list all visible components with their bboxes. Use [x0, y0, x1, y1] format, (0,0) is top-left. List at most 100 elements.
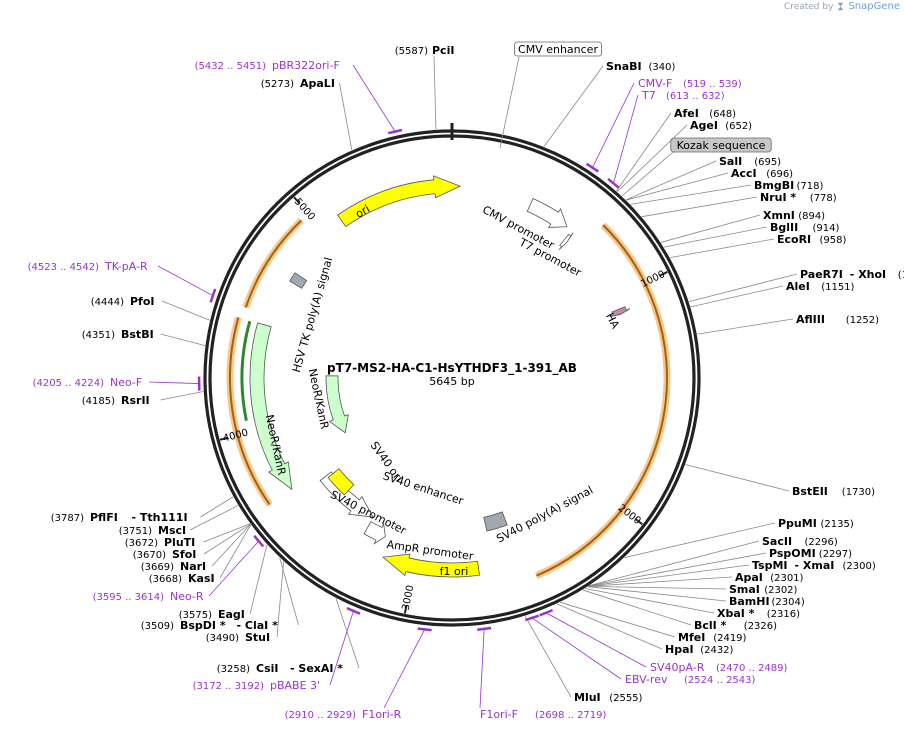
site-leader-line — [589, 565, 749, 586]
site-leader-line — [544, 66, 603, 147]
site-leader-line — [525, 616, 571, 697]
site-position: (3672) — [125, 538, 158, 549]
feature-ori — [338, 176, 460, 227]
site-name-ppumi: PpuMI — [778, 517, 817, 530]
site-name-nari: NarI — [180, 560, 206, 573]
primer-leader-line — [613, 95, 638, 183]
site-position: (2300) — [843, 561, 876, 572]
feature-cmv-promoter — [527, 198, 567, 227]
site-name-secondary: - Tth111I — [132, 511, 188, 524]
site-position: (5273) — [261, 79, 294, 90]
map-title: pT7-MS2-HA-C1-HsYTHDF3_1-391_AB — [327, 361, 577, 376]
site-name-acci: AccI — [731, 167, 757, 180]
snapgene-logo-icon — [836, 2, 845, 11]
site-position: (5587) — [395, 46, 428, 57]
site-leader-line — [697, 319, 793, 334]
tick-label: 5000 — [292, 196, 317, 222]
site-position: (4351) — [82, 330, 115, 341]
primer-name-pbabe-3: pBABE 3' — [270, 679, 320, 692]
site-name-ecori: EcoRI — [777, 233, 811, 246]
primer-position: (613 .. 632) — [666, 91, 725, 102]
site-position: (2432) — [700, 645, 733, 656]
primer-name-f1ori-f: F1ori-F — [480, 708, 518, 721]
site-position: (3575) — [179, 610, 212, 621]
site-name-csii: CsiI — [256, 662, 278, 675]
site-position: (3509) — [141, 621, 174, 632]
site-position: (718) — [797, 181, 824, 192]
site-name-bstbi: BstBI — [121, 328, 154, 341]
site-position: (4444) — [91, 297, 124, 308]
site-name-snabi: SnaBI — [606, 60, 642, 73]
site-leader-line — [670, 239, 774, 258]
site-position: (1131) — [898, 270, 904, 281]
primer-position: (2698 .. 2719) — [535, 710, 607, 721]
map-length: 5645 bp — [429, 375, 474, 388]
site-leader-line — [162, 301, 210, 320]
primer-leader-line — [384, 630, 425, 708]
site-position: (778) — [810, 193, 837, 204]
site-name-hpai: HpaI — [665, 643, 694, 656]
site-leader-line — [560, 602, 675, 637]
site-leader-line — [585, 588, 714, 613]
snapgene-credit: Created by SnapGene — [784, 1, 900, 12]
site-position: (3669) — [141, 562, 174, 573]
site-name-apali: ApaLI — [300, 77, 335, 90]
site-position: (2135) — [821, 519, 854, 530]
site-name-kasi: KasI — [188, 572, 215, 585]
site-position: (2555) — [609, 693, 642, 704]
site-position: (4185) — [82, 396, 115, 407]
site-name-alei: AleI — [786, 280, 810, 293]
site-position: (3787) — [51, 513, 84, 524]
site-name-nrui: NruI * — [760, 191, 796, 204]
primer-position: (2470 .. 2489) — [716, 663, 788, 674]
site-position: (340) — [649, 62, 676, 73]
site-name-sfoi: SfoI — [172, 548, 196, 561]
site-position: (1252) — [846, 315, 879, 326]
site-name-pluti: PluTI — [164, 536, 195, 549]
primer-binding-mark — [525, 616, 538, 620]
primer-name-f1ori-r: F1ori-R — [362, 708, 402, 721]
site-position: (958) — [820, 235, 847, 246]
site-position: (1151) — [821, 282, 854, 293]
site-position: (1730) — [842, 487, 875, 498]
primer-position: (4523 .. 4542) — [28, 262, 100, 273]
primer-name-ebv-rev: EBV-rev — [625, 673, 668, 686]
site-leader-line — [201, 497, 234, 517]
credit-prefix: Created by — [784, 2, 834, 12]
site-name-secondary: - XhoI — [850, 268, 886, 281]
site-name-bsteii: BstEII — [792, 485, 828, 498]
primer-binding-mark — [211, 289, 216, 302]
primer-name-tk-pa-r: TK-pA-R — [104, 260, 148, 273]
site-name-secondary: - XmaI — [795, 559, 835, 572]
site-leader-line — [161, 392, 204, 400]
tick-label: 4000 — [222, 428, 249, 445]
site-position: (914) — [813, 223, 840, 234]
site-leader-line — [616, 113, 671, 191]
credit-brand: SnapGene — [848, 1, 900, 12]
site-position: (894) — [798, 211, 825, 222]
primer-position: (2524 .. 2543) — [684, 675, 756, 686]
site-leader-line — [626, 173, 728, 200]
site-leader-line — [689, 274, 797, 302]
site-leader-line — [277, 561, 284, 637]
orf-shade — [246, 220, 302, 307]
feature-label-kozak-sequence: Kozak sequence — [677, 139, 766, 152]
primer-position: (5432 .. 5451) — [195, 61, 267, 72]
orf-arc-green — [242, 321, 250, 420]
site-name-eagi: EagI — [218, 608, 245, 621]
site-name-rsrii: RsrII — [121, 394, 150, 407]
primer-position: (3595 .. 3614) — [93, 592, 165, 603]
site-leader-line — [685, 464, 789, 491]
site-leader-line — [161, 334, 206, 346]
primer-leader-line — [353, 65, 395, 131]
primer-position: (3172 .. 3192) — [193, 681, 265, 692]
feature-hsv-tk-poly-a-signal — [290, 273, 307, 289]
feature-leader-line — [500, 57, 519, 148]
primer-leader-line — [209, 541, 259, 596]
primer-position: (2910 .. 2929) — [285, 710, 357, 721]
feature-label-sv40-poly-a-signal: SV40 poly(A) signal — [494, 484, 595, 546]
site-name-mlui: MluI — [574, 691, 601, 704]
primer-binding-mark — [347, 608, 360, 613]
